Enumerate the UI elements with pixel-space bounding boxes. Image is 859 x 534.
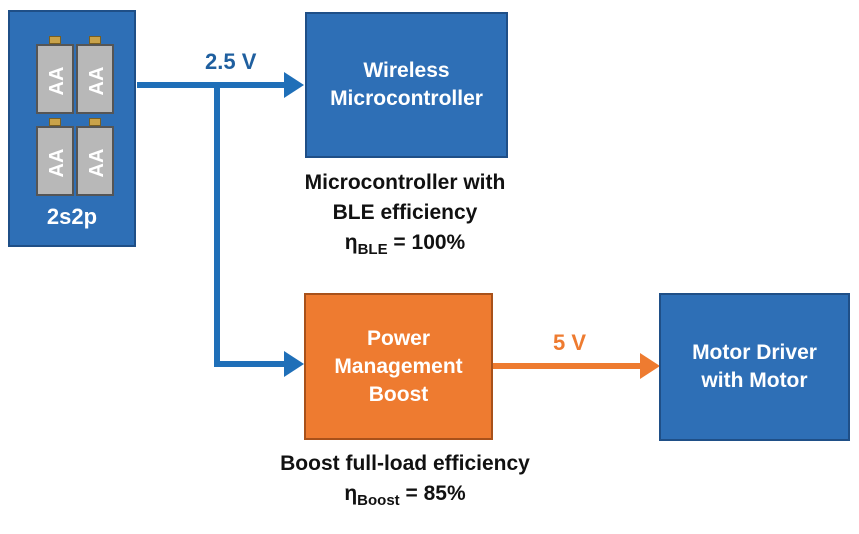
ble-efficiency-caption: Microcontroller with BLE efficiency ηBLE… <box>255 168 555 265</box>
motor-arrowhead <box>640 353 660 379</box>
eta-symbol: η <box>344 482 358 505</box>
eta-symbol: η <box>344 231 358 254</box>
battery-to-boost-line <box>214 85 285 367</box>
power-line2: Management <box>334 354 463 378</box>
cell-label: AA <box>86 148 108 178</box>
cell-label: AA <box>86 66 108 96</box>
boost-value: = 85% <box>399 482 466 505</box>
wireless-line1: Wireless <box>363 59 450 82</box>
boost-caption-line1: Boost full-load efficiency <box>280 452 530 475</box>
ble-value: = 100% <box>387 231 466 254</box>
boost-efficiency-caption: Boost full-load efficiency ηBoost = 85% <box>240 449 570 516</box>
ble-caption-line1: Microcontroller with <box>304 171 506 194</box>
cell-label: AA <box>46 148 68 178</box>
battery-cell: AA <box>76 36 114 114</box>
battery-cell: AA <box>36 118 74 196</box>
ble-caption-formula: ηBLE = 100% <box>255 228 555 265</box>
power-line1: Power <box>366 326 431 350</box>
ble-caption-line2: BLE efficiency <box>332 201 478 224</box>
boost-arrowhead <box>284 351 304 377</box>
motor-line1: Motor Driver <box>692 341 817 364</box>
battery-voltage-label: 2.5 V <box>205 49 257 74</box>
battery-pack: AA AA AA AA 2s2p <box>8 10 136 247</box>
cell-label: AA <box>46 66 68 96</box>
boost-voltage-label: 5 V <box>553 330 587 355</box>
wireless-line2: Microcontroller <box>330 87 483 110</box>
motor-line2: with Motor <box>701 369 808 392</box>
motor-driver-block: Motor Driver with Motor <box>659 293 850 441</box>
boost-subscript: Boost <box>357 492 400 510</box>
battery-cell: AA <box>76 118 114 196</box>
battery-label: 2s2p <box>46 204 98 229</box>
boost-caption-formula: ηBoost = 85% <box>240 479 570 516</box>
battery-cell: AA <box>36 36 74 114</box>
power-line3: Boost <box>368 382 429 406</box>
ble-subscript: BLE <box>357 241 388 259</box>
mcu-arrowhead <box>284 72 304 98</box>
wireless-mcu-block: Wireless Microcontroller <box>305 12 508 158</box>
power-boost-block: Power Management Boost <box>304 293 493 440</box>
